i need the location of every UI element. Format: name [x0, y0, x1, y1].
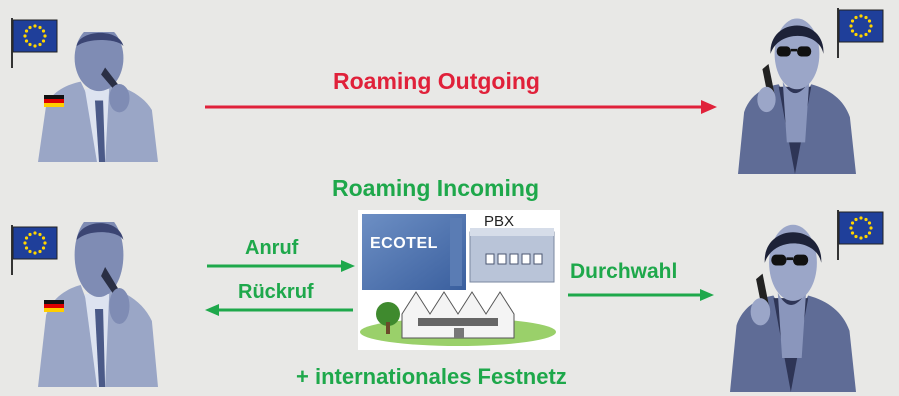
- roaming-outgoing-label: Roaming Outgoing: [333, 68, 540, 94]
- german-flag-icon: [44, 95, 64, 107]
- german-flag-icon: [44, 300, 64, 312]
- ecotel-building-illustration: [358, 210, 560, 350]
- anruf-label: Anruf: [245, 237, 299, 259]
- eu-flag-icon: [836, 210, 886, 262]
- festnetz-label: + internationales Festnetz: [296, 364, 567, 389]
- durchwahl-arrow: [568, 288, 714, 302]
- durchwahl-label: Durchwahl: [570, 260, 678, 283]
- outgoing-arrow: [205, 99, 717, 115]
- anruf-arrow: [207, 259, 355, 273]
- ecotel-label: ECOTEL: [370, 235, 438, 252]
- pbx-label: PBX: [484, 213, 515, 230]
- rueckruf-label: Rückruf: [238, 281, 314, 303]
- rueckruf-arrow: [205, 303, 353, 317]
- roaming-incoming-label: Roaming Incoming: [332, 175, 539, 201]
- eu-flag-icon: [836, 8, 886, 60]
